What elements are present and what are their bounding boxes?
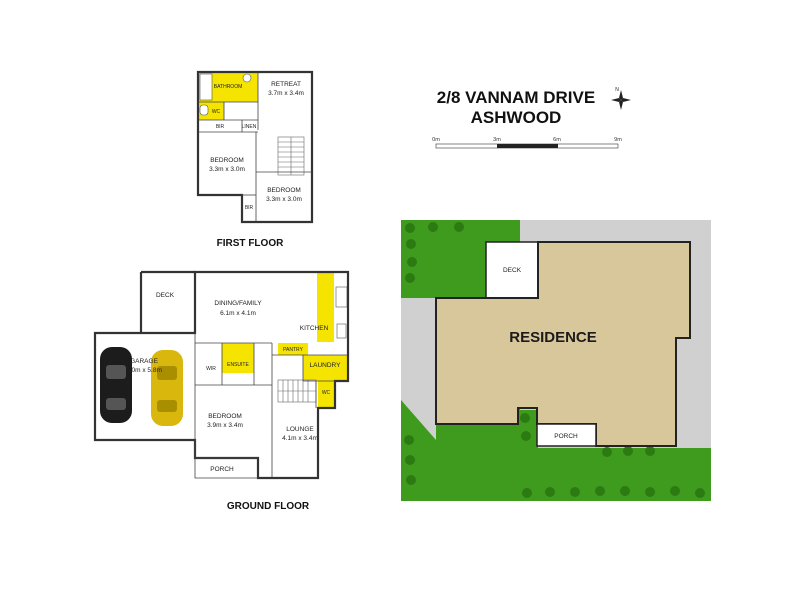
sink-fixture — [336, 323, 347, 339]
residence-label: RESIDENCE — [509, 329, 597, 346]
first-floor-plan: BATHROOM RETREAT 3.7m x 3.4m WC BIR LINE… — [196, 70, 314, 249]
first-bedroom2-label: BEDROOM — [267, 187, 301, 194]
basin-fixture — [242, 73, 252, 83]
kitchen-bench-area — [317, 272, 334, 342]
site-deck — [485, 241, 539, 300]
ground-floor-label: GROUND FLOOR — [227, 501, 310, 512]
garage-cars — [95, 333, 193, 439]
first-bir-label: BIR — [216, 124, 225, 130]
site-porch-label: PORCH — [554, 433, 578, 440]
laundry-label: LAUNDRY — [310, 362, 342, 369]
retreat-label: RETREAT — [271, 81, 301, 88]
site-porch — [536, 423, 597, 447]
ground-porch-label: PORCH — [210, 466, 234, 473]
first-bedroom1-label: BEDROOM — [210, 157, 244, 164]
tree-canopy — [404, 222, 705, 498]
dining-size: 6.1m x 4.1m — [220, 310, 256, 317]
first-floor-stairs — [277, 136, 305, 176]
cooktop-fixture — [335, 286, 348, 308]
lounge-size: 4.1m x 3.4m — [282, 435, 318, 442]
ground-floor-stairs — [277, 379, 317, 403]
kitchen-label: KITCHEN — [300, 325, 329, 332]
ground-floor-plan: DECK DINING/FAMILY 6.1m x 4.1m KITCHEN P… — [93, 270, 350, 512]
ensuite-area — [222, 343, 254, 373]
scale-tick-0: 0m — [432, 137, 440, 143]
toilet-fixture — [199, 104, 209, 116]
scale-tick-3: 3m — [493, 137, 501, 143]
deck-label: DECK — [156, 292, 175, 299]
garage-label: GARAGE — [130, 358, 158, 365]
site-plan: DECK RESIDENCE PORCH — [401, 220, 711, 501]
scale-bar: 0m 3m 6m 9m — [432, 137, 622, 149]
ground-wc-label: WC — [322, 390, 331, 396]
bath-tub-fixture — [199, 73, 213, 101]
scale-tick-9: 9m — [614, 137, 622, 143]
title-block: 2/8 VANNAM DRIVE ASHWOOD — [437, 88, 595, 127]
wir-label: WIR — [206, 366, 216, 372]
pantry-label: PANTRY — [283, 347, 303, 353]
ground-wc-area — [318, 381, 335, 408]
first-wc-label: WC — [212, 109, 221, 115]
lounge-label: LOUNGE — [286, 426, 314, 433]
first-floor-label: FIRST FLOOR — [217, 238, 284, 249]
address-line1: 2/8 VANNAM DRIVE — [437, 88, 595, 107]
compass-north-label: N — [615, 87, 619, 93]
dining-label: DINING/FAMILY — [214, 300, 262, 307]
linen-label: LINEN — [242, 124, 257, 130]
garage-size: 6.0m x 5.8m — [126, 367, 162, 374]
first-bedroom1-size: 3.3m x 3.0m — [209, 166, 245, 173]
address-line2: ASHWOOD — [471, 108, 562, 127]
site-deck-label: DECK — [503, 267, 522, 274]
scale-tick-6: 6m — [553, 137, 561, 143]
ground-bedroom-size: 3.9m x 3.4m — [207, 422, 243, 429]
first-bathroom-label: BATHROOM — [214, 84, 243, 90]
ground-bedroom-label: BEDROOM — [208, 413, 242, 420]
black-car-icon — [100, 347, 132, 423]
first-bir2-label: BIR — [245, 205, 254, 211]
first-bedroom2-size: 3.3m x 3.0m — [266, 196, 302, 203]
laundry-area — [303, 355, 349, 381]
pantry-area — [278, 343, 308, 355]
retreat-size: 3.7m x 3.4m — [268, 90, 304, 97]
ensuite-label: ENSUITE — [227, 362, 249, 368]
compass-icon: N — [611, 87, 631, 110]
